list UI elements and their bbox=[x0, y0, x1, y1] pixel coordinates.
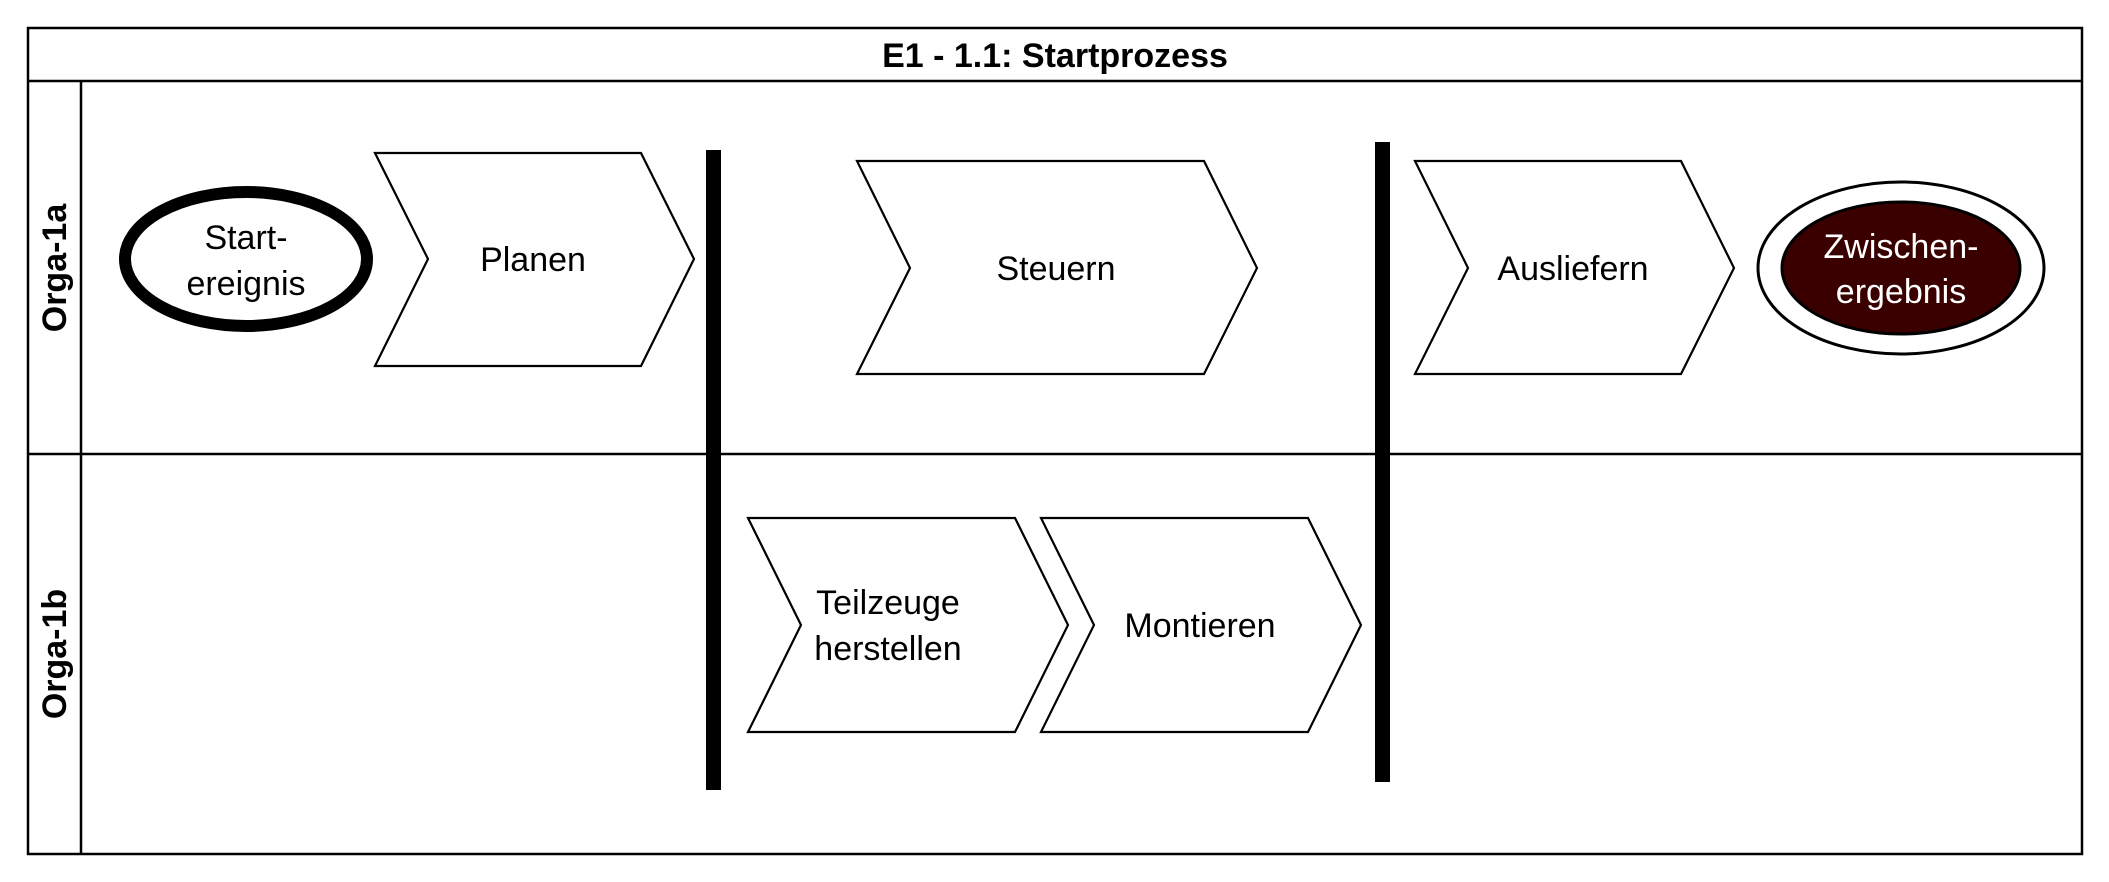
start-event-label-line1: Start- bbox=[204, 219, 287, 257]
step-teilzeuge-chevron bbox=[746, 516, 1070, 734]
step-steuern-label: Steuern bbox=[996, 250, 1115, 288]
lane-label-orga-1b: Orga-1b bbox=[36, 589, 74, 719]
split-bar-left bbox=[706, 150, 721, 790]
split-bar-right bbox=[1375, 142, 1390, 782]
end-event-inner bbox=[1780, 200, 2022, 336]
start-event-ellipse bbox=[119, 186, 373, 332]
diagram-title: E1 - 1.1: Startprozess bbox=[882, 37, 1228, 75]
step-montieren[interactable]: Montieren bbox=[1039, 516, 1363, 734]
start-event-label-line2: ereignis bbox=[186, 265, 305, 303]
step-planen-chevron bbox=[373, 151, 696, 368]
step-montieren-label: Montieren bbox=[1124, 607, 1275, 645]
step-ausliefern-chevron bbox=[1413, 159, 1736, 376]
step-montieren-chevron bbox=[1039, 516, 1363, 734]
step-teilzeuge-label-line1: Teilzeuge bbox=[816, 584, 960, 622]
step-teilzeuge-herstellen[interactable]: Teilzeuge herstellen bbox=[746, 516, 1070, 734]
lane-label-orga-1a: Orga-1a bbox=[36, 203, 74, 333]
step-ausliefern-label: Ausliefern bbox=[1497, 250, 1648, 288]
step-teilzeuge-label-line2: herstellen bbox=[814, 630, 961, 668]
step-ausliefern[interactable]: Ausliefern bbox=[1413, 159, 1736, 376]
step-steuern-chevron bbox=[855, 159, 1259, 376]
start-event[interactable]: Start- ereignis bbox=[119, 186, 373, 332]
step-planen[interactable]: Planen bbox=[373, 151, 696, 368]
end-event-label-line1: Zwischen- bbox=[1824, 228, 1979, 266]
end-event-label-line2: ergebnis bbox=[1836, 273, 1966, 311]
step-steuern[interactable]: Steuern bbox=[855, 159, 1259, 376]
end-event[interactable]: Zwischen- ergebnis bbox=[1756, 180, 2046, 356]
step-planen-label: Planen bbox=[480, 241, 586, 279]
